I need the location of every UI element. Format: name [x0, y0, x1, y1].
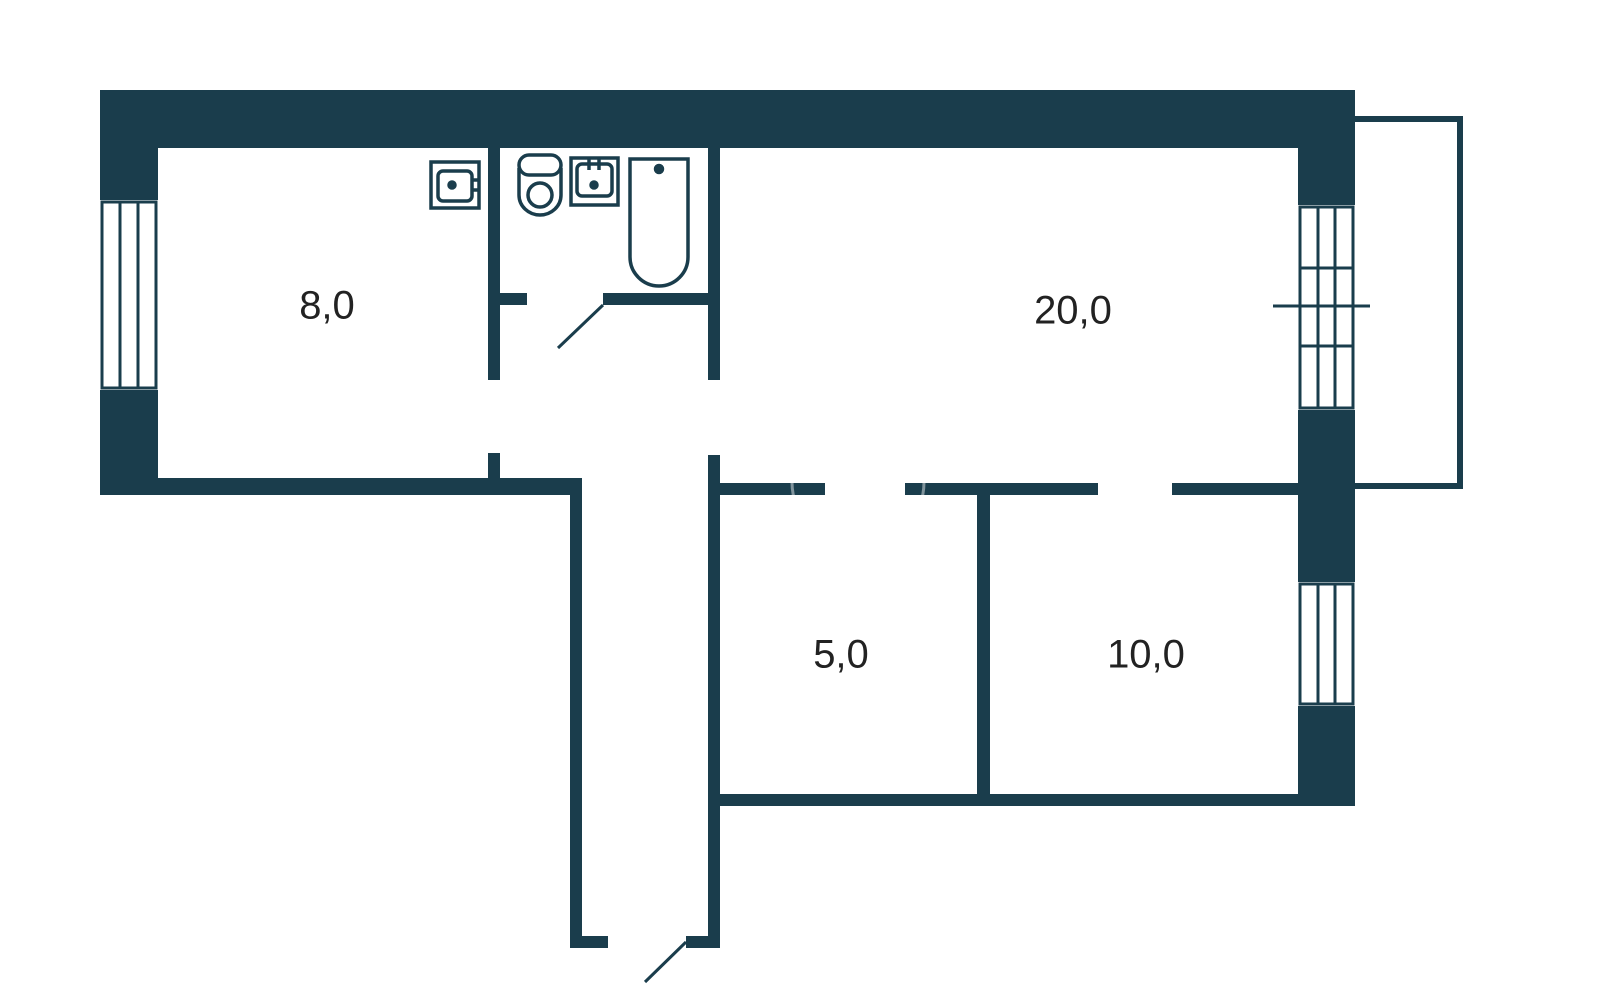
bathroom-sink-icon — [569, 156, 620, 207]
walls — [100, 90, 1355, 948]
living-wall-bottom-1 — [720, 483, 825, 495]
bath-wall-bottom — [603, 293, 713, 305]
entrance-door-swing — [643, 940, 688, 984]
outer-wall-top — [100, 90, 1355, 148]
toilet-icon — [517, 153, 563, 217]
kitchen-bath-partition-upper — [488, 148, 500, 380]
watermark-logo — [669, 414, 926, 550]
room-area-bedroom: 10,0 — [1107, 633, 1185, 677]
living-wall-bottom-3 — [1172, 483, 1298, 495]
bath-door-swing — [556, 303, 605, 350]
kitchen-bath-partition-lower — [488, 453, 500, 495]
room-area-small: 5,0 — [813, 633, 869, 677]
bath-wall-right — [708, 148, 720, 380]
doors — [556, 303, 688, 984]
corridor-wall-left — [570, 478, 582, 948]
living-wall-bottom-2 — [905, 483, 1098, 495]
window-left — [100, 200, 158, 390]
window-bedroom — [1298, 582, 1355, 706]
entrance-jamb-right — [686, 936, 720, 948]
kitchen-wall-bottom — [100, 478, 582, 495]
corridor-wall-right — [708, 455, 720, 948]
room-area-living: 20,0 — [1034, 289, 1112, 333]
entrance-jamb-left — [570, 936, 608, 948]
kitchen-sink-icon — [429, 160, 481, 210]
fixtures — [429, 153, 690, 288]
outer-wall-bottom — [708, 794, 1355, 806]
room-area-kitchen: 8,0 — [299, 284, 355, 328]
balcony — [1273, 116, 1463, 489]
room-partition — [977, 495, 990, 800]
bath-door-stub — [500, 293, 527, 305]
bathtub-icon — [628, 157, 690, 288]
